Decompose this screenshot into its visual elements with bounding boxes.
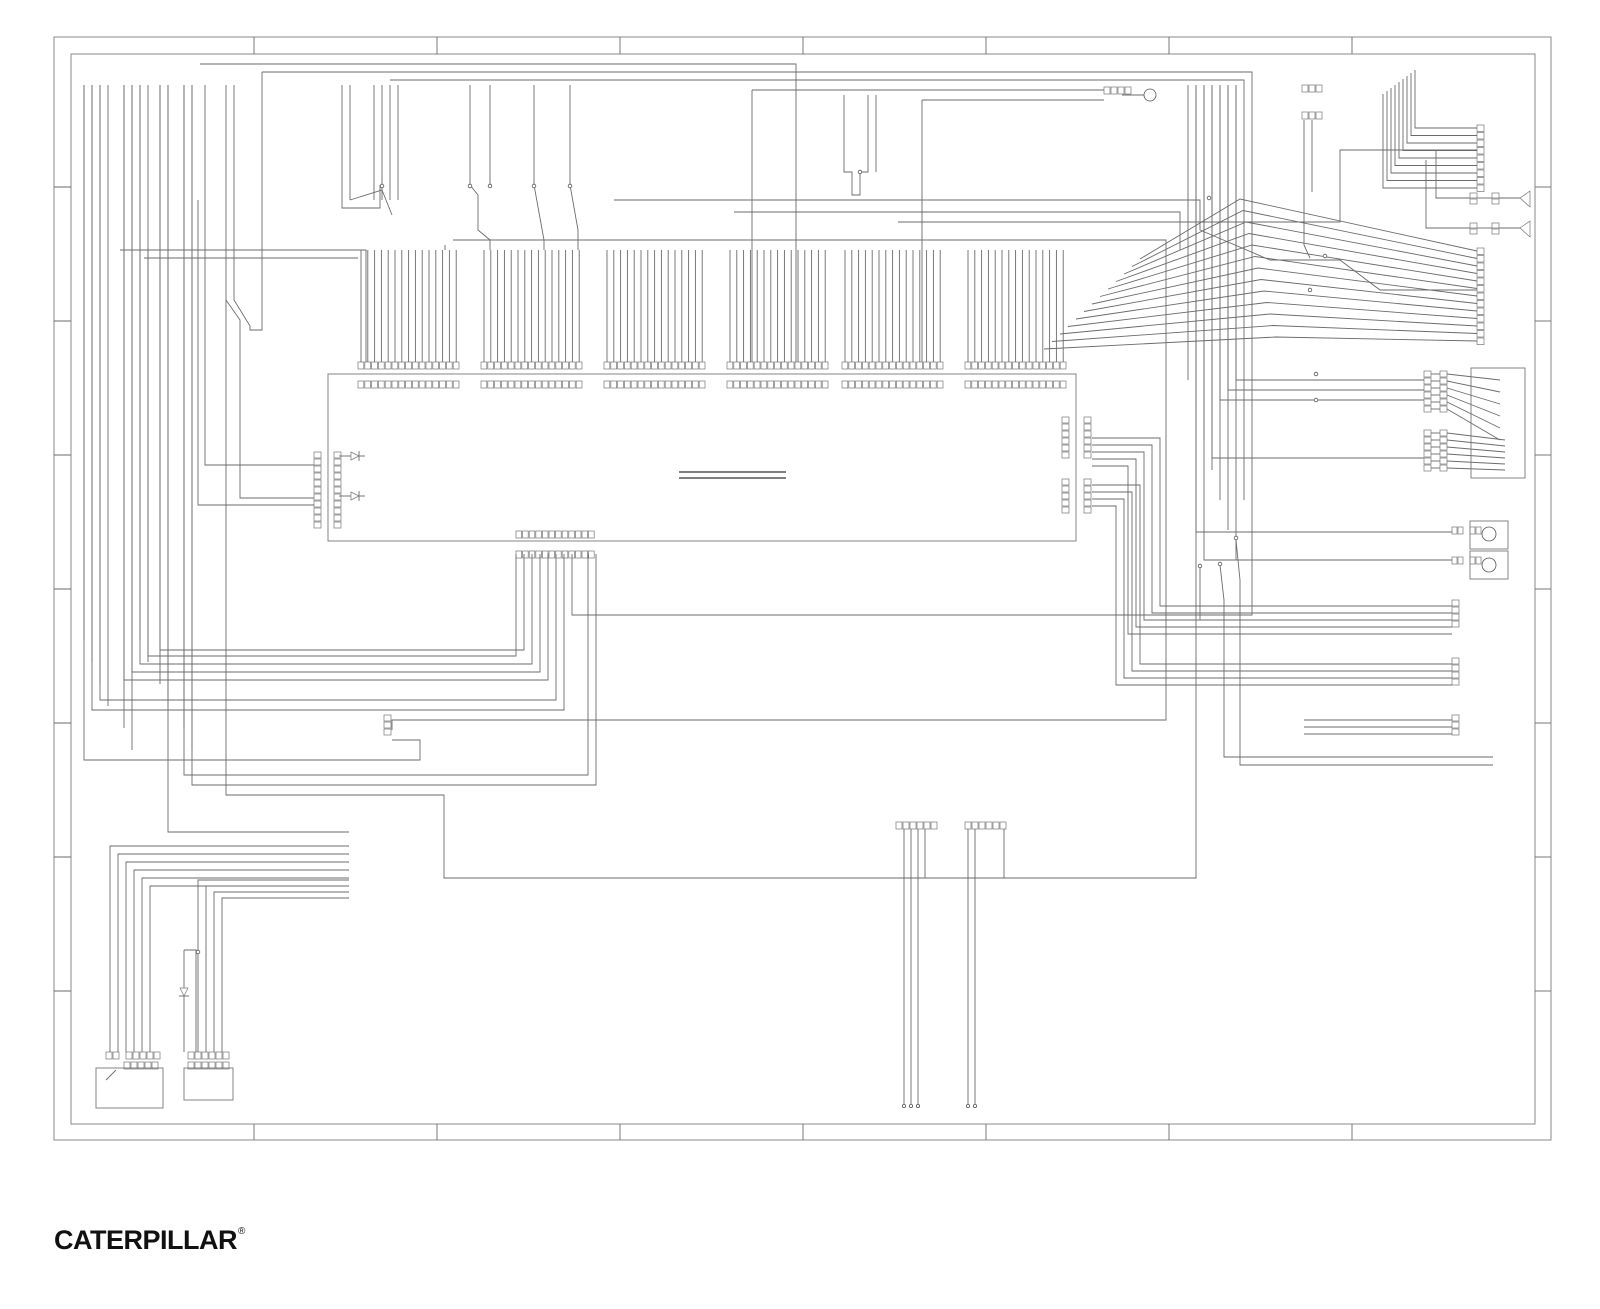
connector-blocks [105,84,1500,1070]
registered-mark: ® [238,1226,246,1237]
switch-icon [95,367,1526,1109]
wire-harness [83,63,1520,1109]
drawing-frame [53,36,1552,1141]
caterpillar-logo: CATERPILLAR ® [54,1226,245,1254]
main-controller-module [327,373,1077,542]
gauge-icon [1143,88,1509,580]
logo-wordmark: CATERPILLAR [54,1225,238,1255]
speaker-icon [1519,190,1531,238]
diode-icon [179,451,365,997]
